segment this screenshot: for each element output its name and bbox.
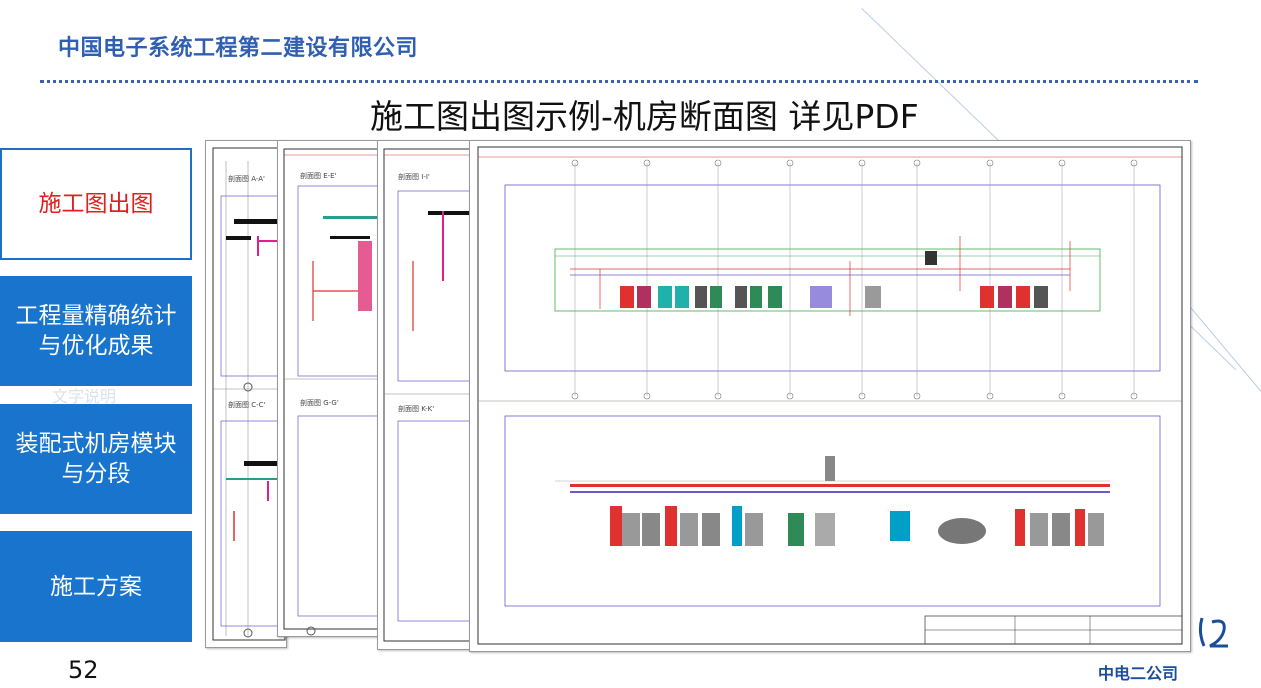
nav-label: 装配式机房模块与分段	[15, 431, 177, 487]
company-name: 中国电子系统工程第二建设有限公司	[58, 36, 419, 61]
page-number: 52	[68, 656, 99, 684]
brand-logo-icon	[1196, 612, 1232, 656]
decorative-line	[1184, 300, 1261, 393]
header-divider	[40, 80, 1198, 83]
nav-label: 工程量精确统计与优化成果	[15, 303, 177, 359]
faint-caption: 文字说明	[52, 387, 117, 406]
drawing-sheet-main[interactable]	[469, 140, 1191, 652]
section-label: 剖面图 A-A'	[228, 174, 265, 183]
section-label: 剖面图 I-I'	[398, 172, 430, 181]
nav-label: 施工图出图	[38, 191, 154, 217]
drawing-sheet-3[interactable]: 剖面图 I-I' 剖面图 K-K'	[377, 140, 479, 650]
nav-quantity-statistics[interactable]: 工程量精确统计与优化成果	[0, 276, 192, 386]
drawing-sheet-1[interactable]: 剖面图 A-A' 剖面图 C-C'	[205, 140, 287, 648]
drawing-sheet-2[interactable]: 剖面图 E-E' 剖面图 G-G'	[277, 140, 389, 637]
nav-construction-drawing[interactable]: 施工图出图	[0, 148, 192, 260]
section-label: 剖面图 E-E'	[300, 171, 337, 180]
nav-prefab-module[interactable]: 装配式机房模块与分段	[0, 404, 192, 514]
section-label: 剖面图 K-K'	[398, 404, 434, 413]
footer-logo-text: 中电二公司	[1098, 664, 1179, 683]
section-label: 剖面图 C-C'	[228, 400, 266, 409]
nav-label: 施工方案	[50, 573, 142, 600]
nav-construction-plan[interactable]: 施工方案	[0, 531, 192, 642]
slide-title: 施工图出图示例-机房断面图 详见PDF	[370, 97, 919, 136]
section-label: 剖面图 G-G'	[300, 398, 339, 407]
